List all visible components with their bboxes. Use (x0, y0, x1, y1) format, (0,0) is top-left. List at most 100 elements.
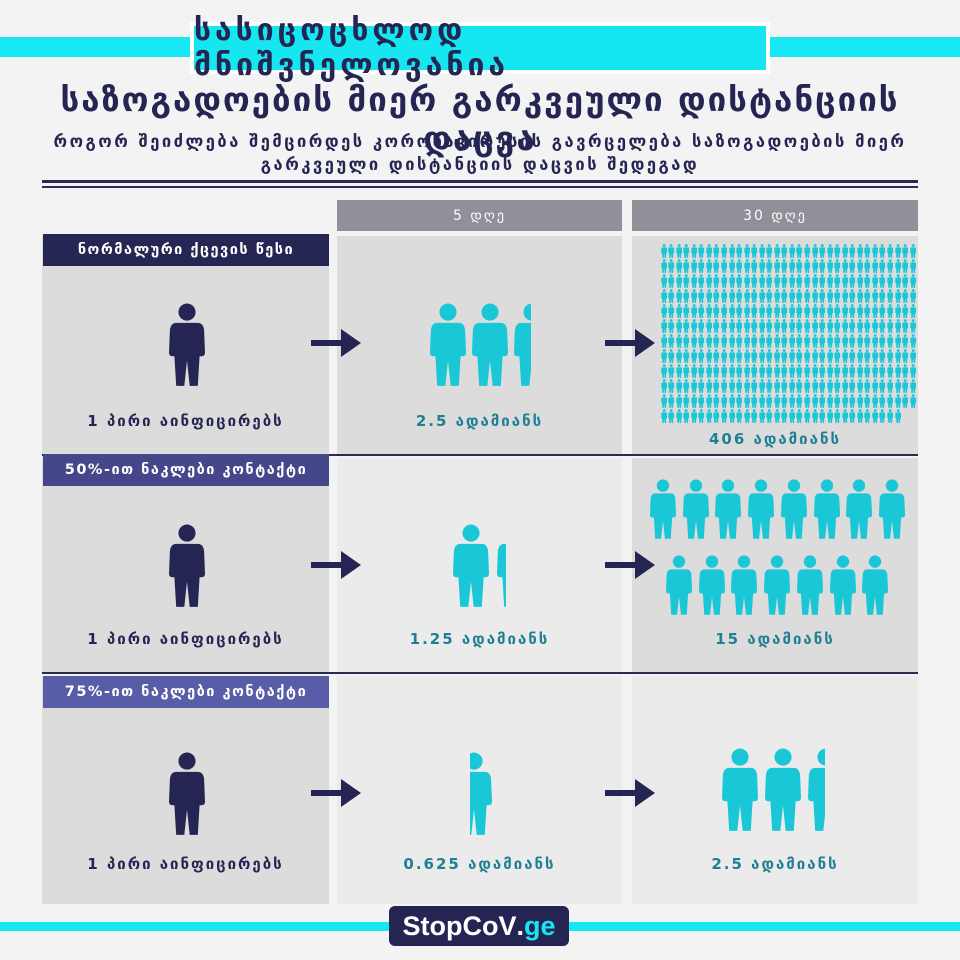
person-icon (765, 748, 801, 831)
person-icon (728, 393, 736, 408)
person-icon (675, 243, 683, 258)
person-icon (743, 243, 751, 258)
person-icon (856, 288, 864, 303)
person-icon (864, 363, 872, 378)
person-icon (879, 348, 887, 363)
person-icon (690, 363, 698, 378)
stopcov-logo[interactable]: StopCoV.ge (389, 906, 569, 946)
person-icon (705, 258, 713, 273)
person-icon (849, 378, 857, 393)
person-icon (826, 333, 834, 348)
person-icon (902, 288, 910, 303)
person-icon (788, 288, 796, 303)
person-icon (735, 243, 743, 258)
person-icon (713, 318, 721, 333)
person-icon (788, 393, 796, 408)
person-icon (720, 318, 728, 333)
person-icon (796, 393, 804, 408)
person-icon (675, 273, 683, 288)
arrow-right-icon (311, 551, 361, 579)
person-icon (856, 243, 864, 258)
person-icon (758, 378, 766, 393)
arrow-right-icon (311, 779, 361, 807)
person-icon (660, 333, 668, 348)
person-icon (773, 348, 781, 363)
person-icon (683, 303, 691, 318)
person-icon (758, 408, 766, 423)
person-icon (879, 408, 887, 423)
person-icon (894, 303, 902, 318)
person-icon (715, 479, 741, 539)
person-icon (894, 408, 902, 423)
person-icon (668, 303, 676, 318)
person-icon (796, 288, 804, 303)
person-icon (705, 318, 713, 333)
person-icon (909, 303, 917, 318)
person-icon (660, 393, 668, 408)
person-icon (758, 288, 766, 303)
person-icon (797, 555, 823, 615)
person-icon (705, 348, 713, 363)
person-icon (720, 408, 728, 423)
person-icon (728, 243, 736, 258)
person-icon (722, 748, 758, 831)
person-icon (826, 288, 834, 303)
person-icon (871, 273, 879, 288)
person-icon (668, 348, 676, 363)
person-icon (713, 363, 721, 378)
person-icon (668, 288, 676, 303)
person-icon (766, 378, 774, 393)
person-icon (811, 348, 819, 363)
person-icon (660, 258, 668, 273)
person-icon (758, 273, 766, 288)
person-icon (803, 258, 811, 273)
person-icon (849, 303, 857, 318)
person-icon (683, 273, 691, 288)
person-icon (675, 363, 683, 378)
row3-day30-caption: 2.5 ადამიანს (711, 855, 839, 873)
person-icon (713, 258, 721, 273)
person-icon (909, 333, 917, 348)
person-icon (864, 408, 872, 423)
person-icon (886, 333, 894, 348)
row-divider-1 (42, 454, 918, 456)
person-icon (909, 318, 917, 333)
row-tag-normal: ნორმალური ქცევის წესი (43, 234, 329, 266)
person-icon (902, 258, 910, 273)
person-icon (698, 243, 706, 258)
person-icon (698, 333, 706, 348)
person-icon (818, 318, 826, 333)
person-icon (705, 393, 713, 408)
person-icon (720, 348, 728, 363)
person-icon (879, 273, 887, 288)
person-icon (894, 288, 902, 303)
person-icon (849, 333, 857, 348)
person-icon (886, 318, 894, 333)
person-icon (818, 273, 826, 288)
person-icon (766, 273, 774, 288)
person-icon (698, 258, 706, 273)
person-icon (871, 378, 879, 393)
person-icon (698, 393, 706, 408)
person-icon (751, 303, 759, 318)
person-icon (675, 408, 683, 423)
person-icon (796, 258, 804, 273)
person-icon (864, 393, 872, 408)
person-icon (902, 243, 910, 258)
person-icon (698, 318, 706, 333)
person-icon (818, 393, 826, 408)
row1-start-caption: 1 პირი აინფიცირებს (87, 412, 284, 430)
person-icon (683, 408, 691, 423)
person-icon (818, 363, 826, 378)
person-icon (830, 555, 856, 615)
person-icon (834, 333, 842, 348)
person-icon (735, 348, 743, 363)
person-icon (886, 408, 894, 423)
person-icon (902, 393, 910, 408)
person-icon (849, 288, 857, 303)
person-icon (864, 273, 872, 288)
person-icon (713, 243, 721, 258)
person-icon (743, 303, 751, 318)
person-icon (735, 333, 743, 348)
person-icon (683, 479, 709, 539)
